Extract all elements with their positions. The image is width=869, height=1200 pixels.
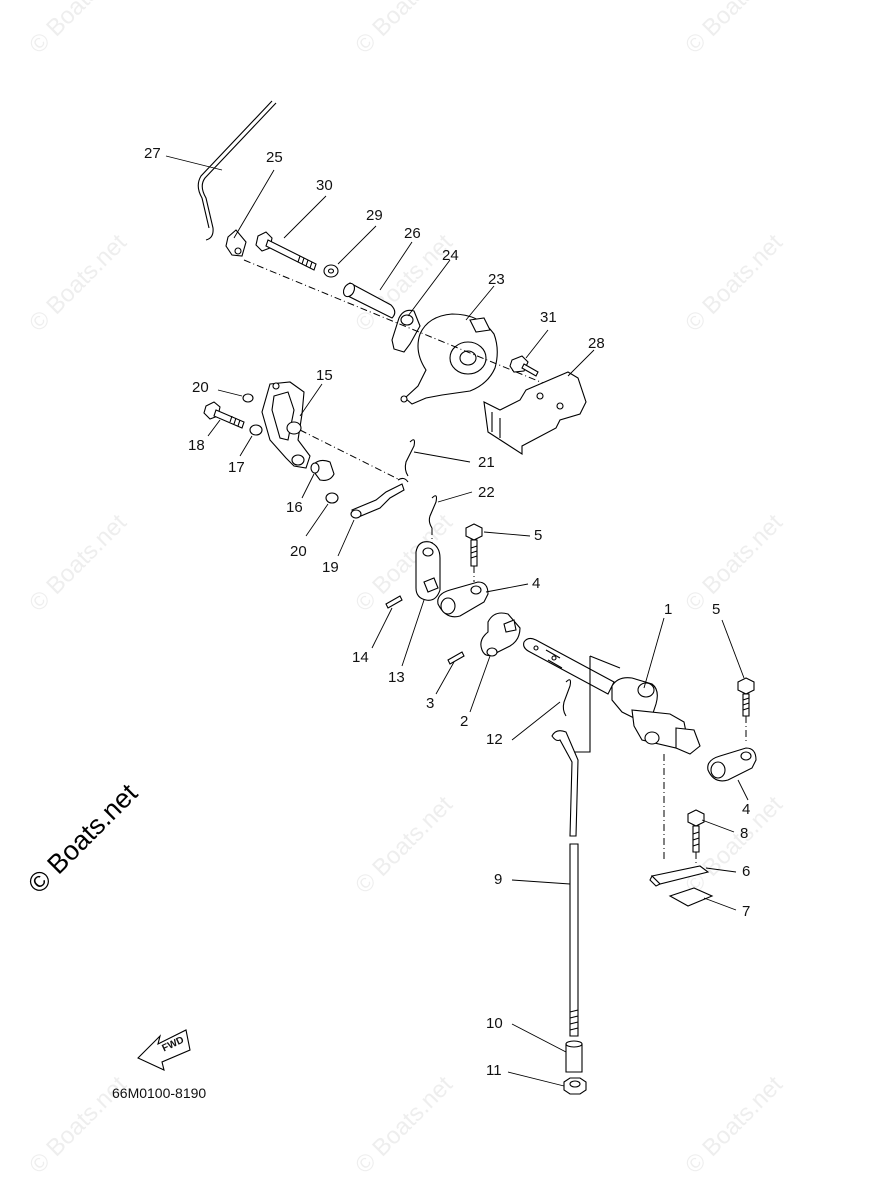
part-clip-21	[404, 439, 416, 477]
callout-15: 15	[316, 367, 333, 384]
callout-4-right: 4	[742, 801, 751, 818]
callout-17: 17	[228, 459, 245, 476]
callout-27: 27	[144, 145, 161, 162]
part-clip	[225, 229, 247, 257]
callout-6: 6	[742, 863, 751, 880]
callout-8: 8	[740, 825, 749, 842]
part-bolt-short	[203, 401, 245, 429]
callout-7: 7	[742, 903, 751, 920]
part-screw-small	[509, 355, 539, 377]
part-bracket-plate	[391, 309, 421, 353]
part-throttle-cam	[400, 313, 498, 405]
part-link-arm	[261, 381, 311, 469]
callout-31: 31	[540, 309, 557, 326]
part-shift-rod	[551, 730, 579, 1037]
part-washer-small	[242, 393, 254, 403]
callout-18: 18	[188, 437, 205, 454]
callout-22: 22	[478, 484, 495, 501]
assembly-axis	[243, 259, 561, 391]
part-bolt-long	[255, 231, 317, 271]
part-washer-small	[325, 492, 339, 504]
callout-16: 16	[286, 499, 303, 516]
part-clamp-4	[437, 581, 489, 618]
callout-1: 1	[664, 601, 673, 618]
part-plate-6	[649, 865, 710, 887]
part-collar	[342, 282, 396, 319]
callout-14: 14	[352, 649, 369, 666]
callout-11: 11	[486, 1062, 502, 1079]
part-link-rod	[350, 477, 409, 519]
part-lever-13	[415, 541, 441, 601]
part-clip-12	[562, 679, 572, 717]
part-clip-22	[428, 495, 438, 529]
part-bolt-5b	[737, 677, 755, 717]
callout-26: 26	[404, 225, 421, 242]
fwd-arrow-icon	[137, 1029, 191, 1071]
assembly-axis	[299, 429, 401, 481]
callout-19: 19	[322, 559, 339, 576]
part-hex-nut	[563, 1077, 587, 1095]
callout-13: 13	[388, 669, 405, 686]
part-bracket	[483, 371, 587, 456]
callout-20: 20	[192, 379, 209, 396]
callout-24: 24	[442, 247, 459, 264]
callout-20-lower: 20	[290, 543, 307, 560]
part-code: 66M0100-8190	[112, 1085, 207, 1101]
callout-23: 23	[488, 271, 505, 288]
callout-29: 29	[366, 207, 383, 224]
part-washer-17	[249, 424, 263, 436]
part-bolt-8	[687, 809, 705, 853]
part-arm-2	[480, 612, 521, 657]
part-throttle-rod	[197, 100, 277, 241]
callout-12: 12	[486, 731, 503, 748]
part-plate-7	[668, 887, 714, 907]
callout-30: 30	[316, 177, 333, 194]
callout-4: 4	[532, 575, 541, 592]
part-bolt-5	[465, 523, 483, 567]
part-clamp-4b	[707, 747, 757, 782]
part-coupling-nut	[565, 1040, 583, 1073]
callout-9: 9	[494, 871, 503, 888]
leader-lines	[165, 155, 749, 1087]
callout-2: 2	[460, 713, 469, 730]
callout-10: 10	[486, 1015, 503, 1032]
part-pin-3	[447, 651, 465, 665]
callout-25: 25	[266, 149, 283, 166]
part-washer	[323, 264, 339, 278]
callout-5: 5	[534, 527, 543, 544]
callout-5-right: 5	[712, 601, 721, 618]
callout-3: 3	[426, 695, 435, 712]
part-collar-16	[310, 459, 335, 481]
part-shift-shaft	[523, 637, 701, 755]
callout-28: 28	[588, 335, 605, 352]
callout-21: 21	[478, 454, 495, 471]
part-pin-14	[385, 595, 403, 609]
